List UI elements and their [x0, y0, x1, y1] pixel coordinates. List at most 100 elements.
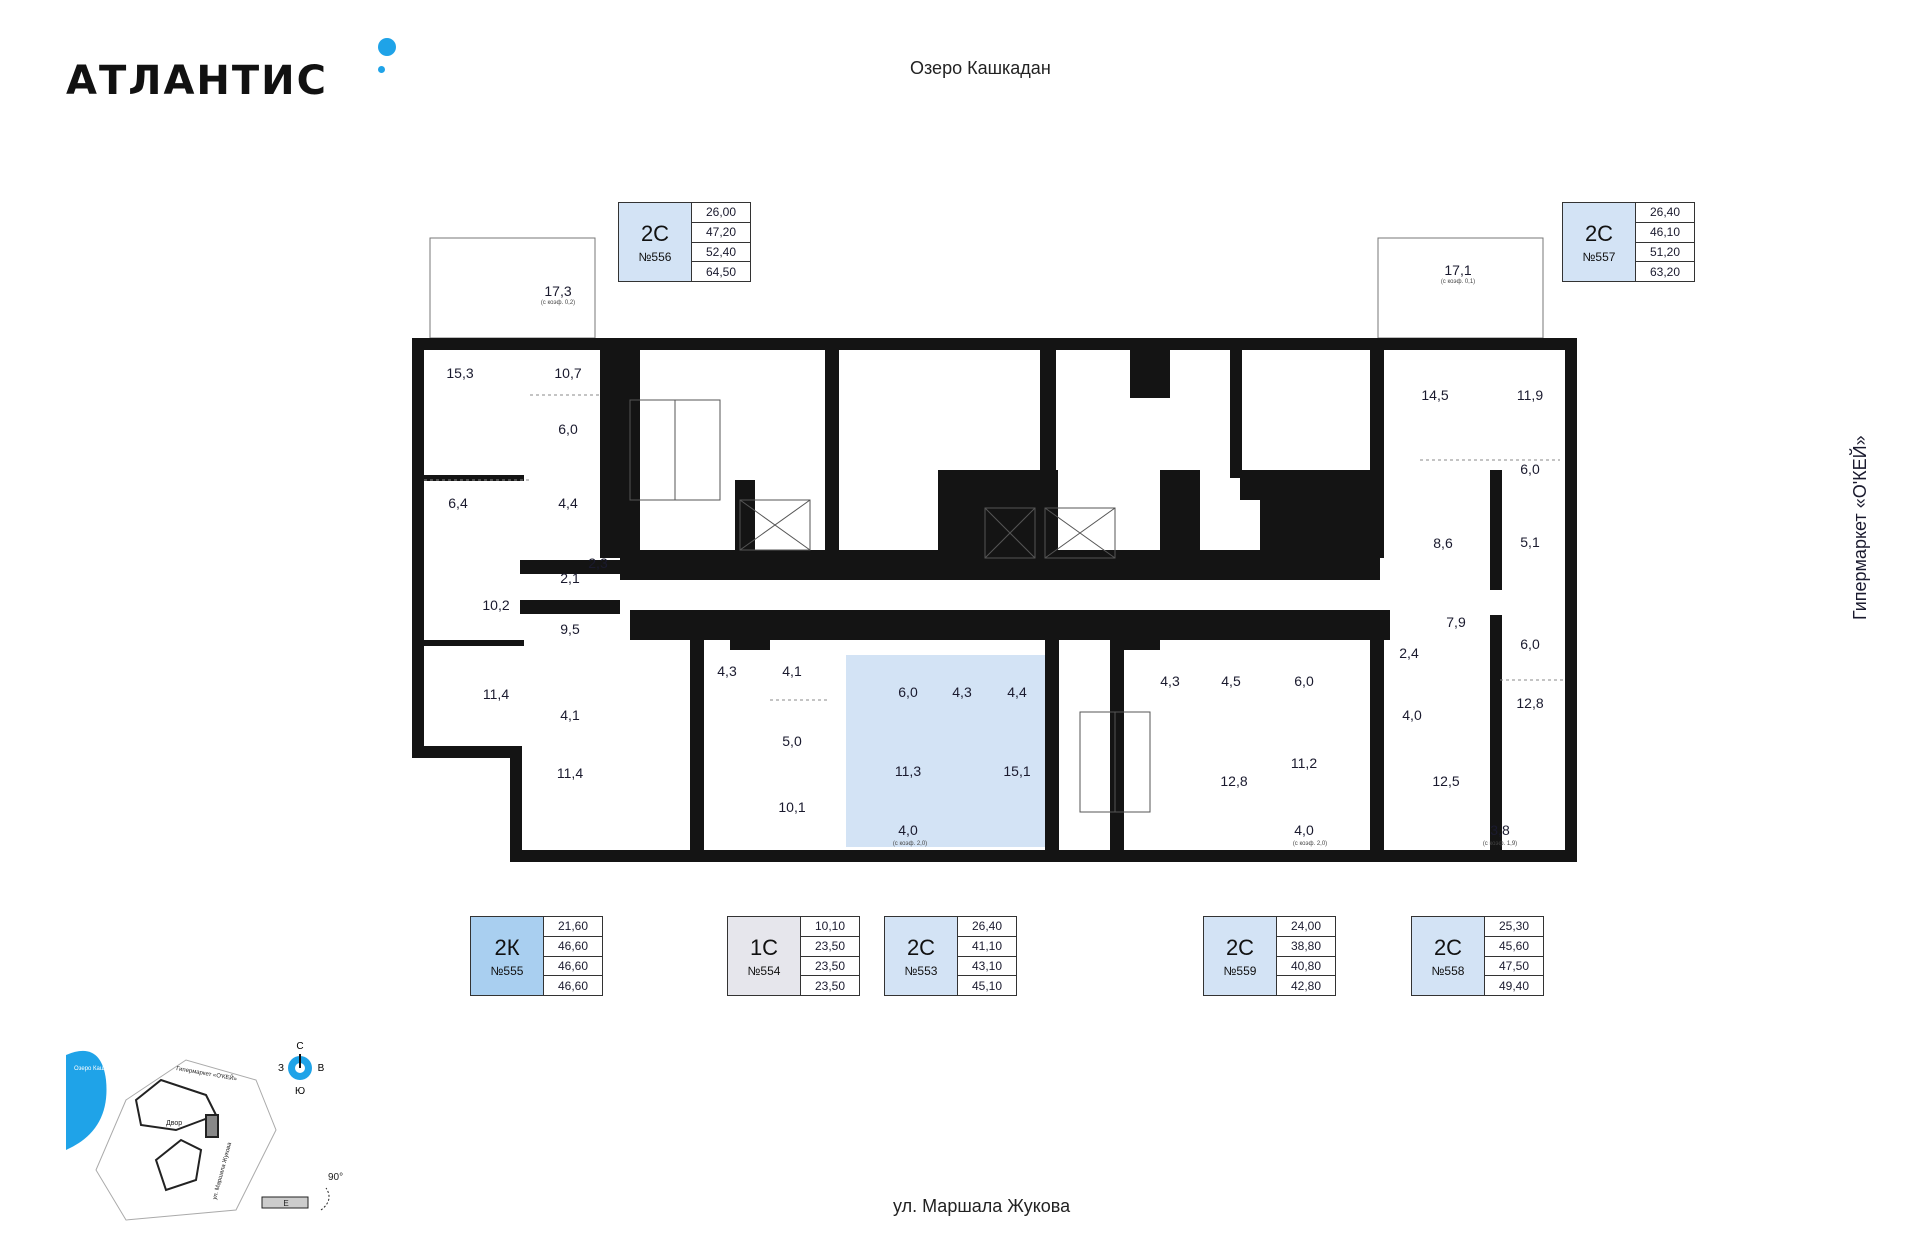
room-area-label: 4,4: [1007, 684, 1027, 700]
room-area-label: 9,5: [560, 621, 580, 637]
apartment-type-cell: 2С №559: [1204, 917, 1277, 995]
room-area-label: 6,4: [448, 495, 468, 511]
area-value: 41,10: [958, 937, 1016, 957]
room-area-label: 10,1: [778, 799, 805, 815]
apartment-card-559[interactable]: 2С №559 24,00 38,80 40,80 42,80: [1203, 916, 1336, 996]
apartment-type-cell: 1С №554: [728, 917, 801, 995]
room-area-label: 15,1: [1003, 763, 1030, 779]
area-value: 46,60: [544, 957, 602, 977]
minimap-street-label: ул. Маршала Жукова: [212, 1141, 233, 1200]
apartment-type: 1С: [749, 934, 779, 960]
north-label: Озеро Кашкадан: [910, 58, 1051, 78]
apartment-number: №557: [1582, 249, 1616, 264]
room-area-label: 4,5: [1221, 673, 1241, 689]
area-value: 38,80: [1277, 937, 1335, 957]
apartment-values: 24,00 38,80 40,80 42,80: [1277, 917, 1335, 995]
area-value: 46,60: [544, 937, 602, 957]
room-area-label: 6,0: [1520, 461, 1540, 477]
room-area-label: 6,0: [558, 421, 578, 437]
room-area-label: 4,4: [558, 495, 578, 511]
stairs-center: [1079, 711, 1151, 813]
room-area-label: 5,0: [782, 733, 802, 749]
area-value: 24,00: [1277, 917, 1335, 937]
room-area-label: 11,3: [895, 763, 921, 779]
area-value: 10,10: [801, 917, 859, 937]
apartment-card-555[interactable]: 2К №555 21,60 46,60 46,60 46,60: [470, 916, 603, 996]
apartment-number: №554: [747, 963, 781, 978]
apartment-number: №556: [638, 249, 672, 264]
brand-logo: АТЛАНТИС: [66, 58, 329, 104]
area-value: 43,10: [958, 957, 1016, 977]
minimap-section-label: Е: [283, 1199, 288, 1208]
area-value: 47,20: [692, 223, 750, 243]
room-note-1: (с коэф. 2,0): [893, 841, 927, 847]
area-value: 45,10: [971, 978, 1003, 993]
apartment-type: 2К: [494, 934, 520, 960]
room-area-label: 8,6: [1433, 535, 1453, 551]
room-area-label: 12,5: [1432, 773, 1459, 789]
minimap-okey-label: Гипермаркет «О'КЕЙ»: [176, 1064, 239, 1083]
room-area-label: 10,7: [554, 365, 581, 381]
compass-south: Ю: [295, 1086, 305, 1097]
apartment-values: 26,40 46,10 51,20 63,20: [1636, 203, 1694, 281]
apartment-type: 2С: [906, 934, 936, 960]
room-area-label: 14,5: [1421, 387, 1448, 403]
room-area-label: 4,3: [717, 663, 737, 679]
compass-icon: С Ю З В: [278, 1041, 325, 1097]
room-area-label: 4,0: [898, 822, 918, 838]
room-area-label: 12,8: [1516, 695, 1543, 711]
balcony-note-left: (с коэф. 0,2): [541, 300, 575, 306]
room-area-label: 10,2: [482, 597, 509, 613]
apartment-type: 2С: [1225, 934, 1255, 960]
area-value: 46,60: [557, 978, 589, 993]
room-area-label: 4,0: [1294, 822, 1314, 838]
apartment-number: №558: [1431, 963, 1465, 978]
room-area-label: 3,8: [1490, 822, 1510, 838]
area-value: 23,50: [801, 957, 859, 977]
apartment-card-558[interactable]: 2С №558 25,30 45,60 47,50 49,40: [1411, 916, 1544, 996]
room-area-label: 2,3: [588, 555, 608, 571]
logo-dot-icon: [378, 38, 396, 56]
area-value: 26,40: [958, 917, 1016, 937]
area-value: 45,60: [1485, 937, 1543, 957]
room-area-label: 11,9: [1517, 387, 1543, 403]
apartment-number: №559: [1223, 963, 1257, 978]
area-value: 23,50: [801, 937, 859, 957]
minimap-rotation-label: 90°: [328, 1172, 343, 1183]
elevators: [739, 499, 1116, 559]
apartment-number: №555: [490, 963, 524, 978]
apartment-type-cell: 2С №553: [885, 917, 958, 995]
minimap-yard-label: Двор: [166, 1120, 182, 1127]
apartment-card-557[interactable]: 2С №557 26,40 46,10 51,20 63,20: [1562, 202, 1695, 282]
area-value: 26,40: [1636, 203, 1694, 223]
apartment-type: 2С: [1433, 934, 1463, 960]
apartment-number: №553: [904, 963, 938, 978]
room-notes: (с коэф. 0,2) (с коэф. 0,1) (с коэф. 2,0…: [541, 279, 1517, 847]
room-area-label: 11,4: [483, 686, 509, 702]
room-dividers: [424, 394, 1565, 701]
apartment-type: 2С: [640, 220, 670, 246]
area-value: 25,30: [1485, 917, 1543, 937]
balcony-labels: 17,3 17,1: [544, 262, 1471, 299]
apartment-card-554[interactable]: 1С №554 10,10 23,50 23,50 23,50: [727, 916, 860, 996]
room-area-label: 4,1: [560, 707, 580, 723]
area-value: 52,40: [692, 243, 750, 263]
apartment-values: 26,00 47,20 52,40 64,50: [692, 203, 750, 281]
minimap-lake-label: Озеро Кашкадан: [74, 1066, 121, 1072]
apartment-values: 26,40 41,10 43,10 45,10: [958, 917, 1016, 995]
area-value: 49,40: [1498, 978, 1530, 993]
site-minimap: Озеро Кашкадан Гипермаркет «О'КЕЙ» Двор …: [66, 1050, 343, 1221]
room-area-label: 12,8: [1220, 773, 1247, 789]
apartment-card-556[interactable]: 2С №556 26,00 47,20 52,40 64,50: [618, 202, 751, 282]
room-area-label: 11,2: [1291, 755, 1317, 771]
room-area-label: 4,3: [1160, 673, 1180, 689]
area-value: 47,50: [1485, 957, 1543, 977]
apartment-card-553[interactable]: 2С №553 26,40 41,10 43,10 45,10: [884, 916, 1017, 996]
room-area-label: 11,4: [557, 765, 583, 781]
room-area-label: 4,0: [1402, 707, 1422, 723]
apartment-type-cell: 2С №558: [1412, 917, 1485, 995]
area-value: 63,20: [1649, 264, 1681, 279]
area-value: 21,60: [544, 917, 602, 937]
